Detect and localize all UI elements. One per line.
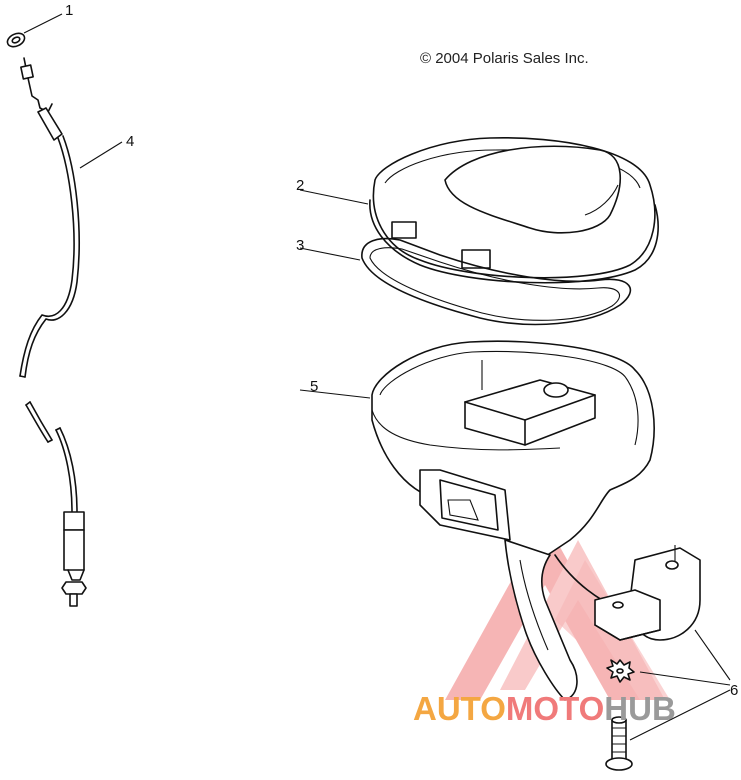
callout-5: 5 — [310, 378, 319, 395]
copyright-notice: © 2004 Polaris Sales Inc. — [420, 50, 589, 67]
part-5-housing — [299, 340, 681, 701]
part-2-cover — [299, 137, 659, 284]
callout-4: 4 — [126, 133, 135, 150]
watermark-auto: AUTO — [413, 690, 506, 727]
watermark-moto: MOTO — [505, 690, 605, 727]
callout-6: 6 — [730, 682, 739, 699]
part-4-cable — [19, 57, 123, 607]
part-1-oring — [6, 13, 63, 48]
callout-3: 3 — [296, 237, 305, 254]
part-3-gasket — [299, 237, 632, 326]
watermark-hub: HUB — [604, 690, 676, 727]
part-6-clamp-hardware — [594, 545, 731, 771]
watermark-text: AUTOMOTOHUB — [413, 690, 676, 728]
callout-1: 1 — [65, 2, 74, 19]
callout-2: 2 — [296, 177, 305, 194]
